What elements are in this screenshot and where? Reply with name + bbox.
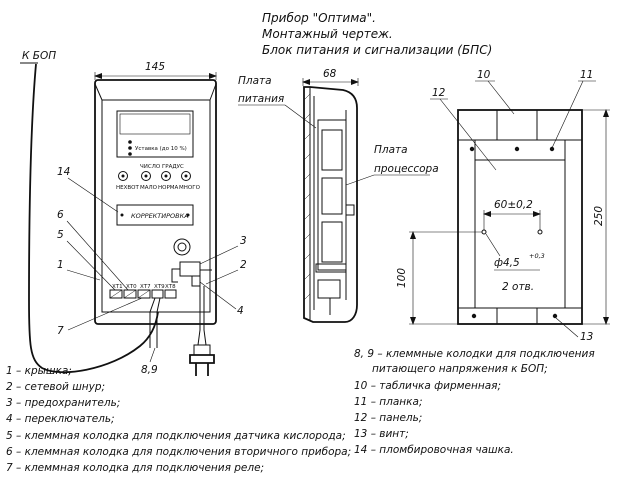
button-label-4: МНОГО xyxy=(179,185,201,191)
terminal-label-xt9: ХТ9 xyxy=(154,284,165,290)
title-line-1: Прибор "Оптима". xyxy=(262,11,376,25)
legend-item-10: 10 – табличка фирменная; xyxy=(354,380,501,392)
callout-4: 4 xyxy=(237,305,244,317)
display-window xyxy=(116,110,194,158)
label-power-board-1: Плата xyxy=(238,75,272,87)
enclosure-inner xyxy=(101,99,211,313)
legend-item-13: 13 – винт; xyxy=(354,428,409,440)
terminal-label-xt1: ХТ1 xyxy=(112,284,123,290)
legend-item-14: 14 – пломбировочная чашка. xyxy=(354,444,514,456)
callout-2: 2 xyxy=(240,259,247,271)
dim-hole-height: 100 xyxy=(396,268,408,288)
legend-item-12: 12 – панель; xyxy=(354,412,422,424)
front-callouts: 14 6 5 1 7 3 2 4 8,9 xyxy=(57,166,247,376)
button-nekhvat[interactable] xyxy=(118,171,128,181)
correction-plate xyxy=(116,204,194,226)
legend-item-11: 11 – планка; xyxy=(354,396,422,408)
button-malo[interactable] xyxy=(141,171,151,181)
legend-left: 1 – крышка; 2 – сетевой шнур; 3 – предох… xyxy=(6,365,351,474)
legend-item-8-9-line2: питающего напряжения к БОП; xyxy=(372,363,548,375)
callout-11: 11 xyxy=(580,69,593,81)
display-caption-2: ЧИСЛО ГРАДУС xyxy=(140,164,184,170)
legend-item-2: 2 – сетевой шнур; xyxy=(6,381,105,393)
callout-5: 5 xyxy=(57,229,64,241)
nameplate-10 xyxy=(496,109,538,141)
front-view: К БОП 145 Уставка (до 10 %) ЧИСЛО ГРАДУС xyxy=(20,50,247,376)
button-mnogo[interactable] xyxy=(181,171,191,181)
legend-item-7: 7 – клеммная колодка для подключения рел… xyxy=(6,462,264,474)
callout-12: 12 xyxy=(432,87,446,99)
dim-holes-spacing: 60±0,2 xyxy=(494,199,533,211)
callout-1: 1 xyxy=(57,259,64,271)
button-label-3: НОРМА xyxy=(158,185,179,191)
button-row: НЕХВОТ МАЛО НОРМА МНОГО xyxy=(116,171,201,191)
display-caption: Уставка (до 10 %) xyxy=(135,146,187,152)
legend-item-3: 3 – предохранитель; xyxy=(6,397,120,409)
legend-item-6: 6 – клеммная колодка для подключения вто… xyxy=(6,446,351,458)
callout-8-9: 8,9 xyxy=(141,364,158,376)
legend-item-4: 4 – переключатель; xyxy=(6,413,115,425)
dim-hole-tolerance: +0,3 xyxy=(529,252,545,260)
callout-7: 7 xyxy=(57,325,64,337)
side-view: 68 Плата питания xyxy=(238,68,439,323)
dim-depth-68: 68 xyxy=(323,68,337,80)
callout-3: 3 xyxy=(240,235,247,247)
fuse-switch-assembly xyxy=(171,261,212,287)
legend-item-8-9-line1: 8, 9 – клеммные колодки для подключения xyxy=(354,348,595,360)
dim-height-250: 250 xyxy=(593,206,605,226)
dim-hole-diameter: ф4,5 xyxy=(494,257,520,269)
button-norma[interactable] xyxy=(161,171,171,181)
indicator-leds xyxy=(128,140,132,156)
button-label-1: НЕХВОТ xyxy=(116,185,139,191)
callout-14: 14 xyxy=(57,166,70,178)
mains-plug xyxy=(189,354,215,364)
callout-13: 13 xyxy=(580,331,593,343)
correction-plate-label: КОРРЕКТИРОВКА xyxy=(131,212,189,220)
back-view: 60±0,2 ф4,5 +0,3 2 отв. 100 250 10 11 12… xyxy=(396,69,610,343)
bop-cable xyxy=(28,63,159,374)
label-power-board-2: питания xyxy=(238,93,284,105)
legend-item-1: 1 – крышка; xyxy=(6,365,72,377)
label-cpu-board-1: Плата xyxy=(374,144,408,156)
title-line-3: Блок питания и сигнализации (БПС) xyxy=(262,43,492,57)
mount-hole-left xyxy=(481,229,487,235)
legend-right: 8, 9 – клеммные колодки для подключения … xyxy=(354,348,595,456)
terminal-label-xt0: ХТ0 xyxy=(126,284,137,290)
label-k-bop: К БОП xyxy=(22,50,56,62)
dim-width-145: 145 xyxy=(145,61,165,73)
display-screen xyxy=(119,113,191,135)
label-cpu-board-2: процессора xyxy=(374,163,439,175)
mains-cord xyxy=(189,286,215,376)
enclosure-outer xyxy=(94,79,217,325)
terminal-label-xt8: ХТ8 xyxy=(165,284,176,290)
legend-item-5: 5 – клеммная колодка для подключения дат… xyxy=(6,430,346,442)
terminal-blocks: ХТ1 ХТ0 ХТ7 ХТ9 ХТ8 xyxy=(109,284,177,299)
side-housing xyxy=(303,86,358,323)
terminal-label-xt7: ХТ7 xyxy=(140,284,151,290)
button-label-2: МАЛО xyxy=(140,185,158,191)
title-line-2: Монтажный чертеж. xyxy=(262,27,393,41)
mount-hole-right xyxy=(537,229,543,235)
callout-10: 10 xyxy=(477,69,491,81)
callout-6: 6 xyxy=(57,209,64,221)
holes-count: 2 отв. xyxy=(502,281,534,293)
drawing-title: Прибор "Оптима". Монтажный чертеж. Блок … xyxy=(262,11,492,57)
fuse-holder xyxy=(173,238,191,256)
